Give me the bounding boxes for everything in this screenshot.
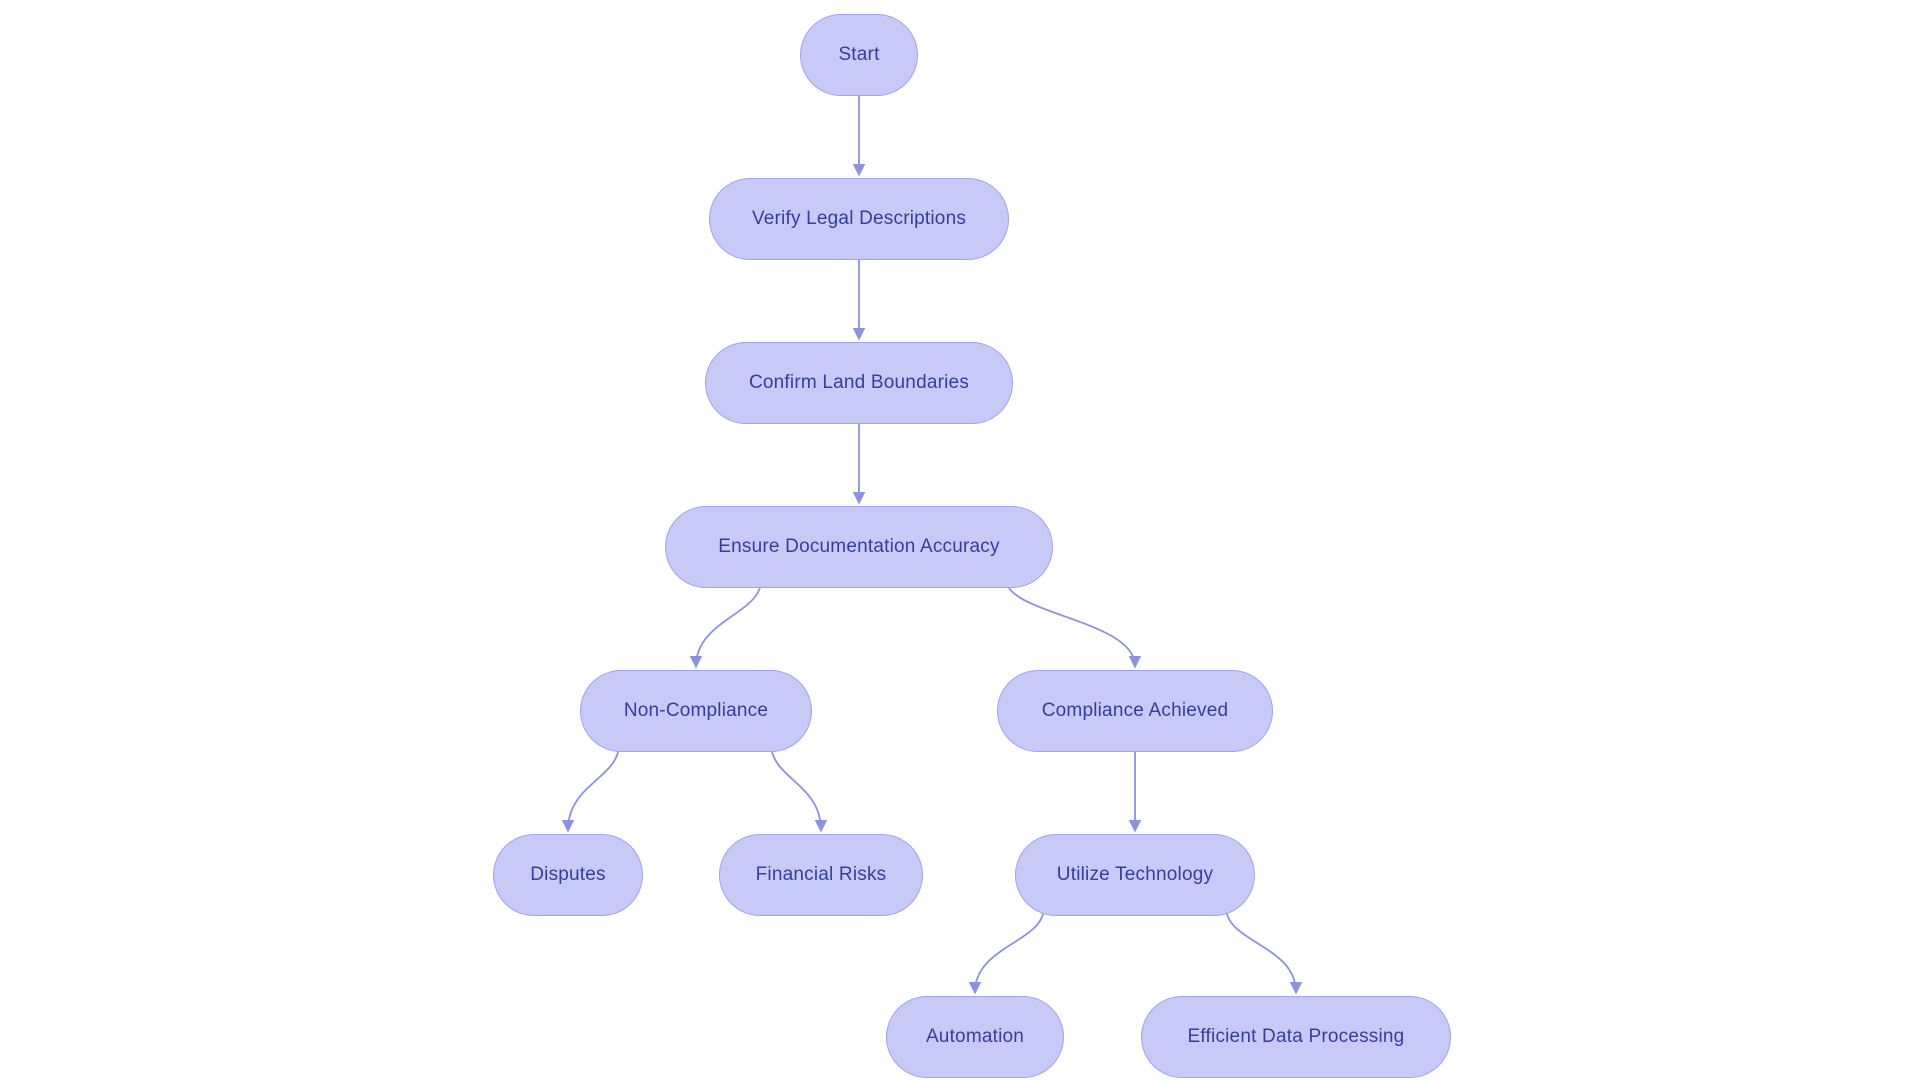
edge-non-compliance-to-financial-risks [770, 743, 828, 833]
node-label: Ensure Documentation Accuracy [718, 535, 1000, 557]
node-label: Compliance Achieved [1041, 699, 1229, 721]
node-financial-risks: Financial Risks [719, 834, 923, 916]
node-non-compliance: Non-Compliance [580, 670, 812, 752]
node-automation: Automation [886, 996, 1064, 1078]
edge-ensure-documentation-accuracy-to-compliance-achieved [1005, 579, 1142, 669]
node-label: Utilize Technology [1056, 863, 1214, 885]
node-label: Confirm Land Boundaries [748, 371, 970, 393]
node-label: Automation [925, 1025, 1025, 1047]
node-label: Verify Legal Descriptions [751, 207, 967, 229]
edge-utilize-technology-to-automation [968, 907, 1045, 995]
node-ensure-documentation-accuracy: Ensure Documentation Accuracy [665, 506, 1053, 588]
node-label: Financial Risks [755, 863, 887, 885]
edge-ensure-documentation-accuracy-to-non-compliance [689, 579, 763, 669]
node-label: Disputes [530, 863, 606, 885]
node-label: Start [838, 43, 880, 65]
node-disputes: Disputes [493, 834, 643, 916]
node-compliance-achieved: Compliance Achieved [997, 670, 1273, 752]
node-label: Non-Compliance [623, 699, 769, 721]
node-start: Start [800, 14, 918, 96]
node-efficient-data-processing: Efficient Data Processing [1141, 996, 1451, 1078]
node-verify-legal-descriptions: Verify Legal Descriptions [709, 178, 1009, 260]
edge-non-compliance-to-disputes [561, 743, 621, 833]
node-utilize-technology: Utilize Technology [1015, 834, 1255, 916]
node-confirm-land-boundaries: Confirm Land Boundaries [705, 342, 1013, 424]
edge-utilize-technology-to-efficient-data-processing [1225, 907, 1303, 995]
node-label: Efficient Data Processing [1187, 1025, 1405, 1047]
